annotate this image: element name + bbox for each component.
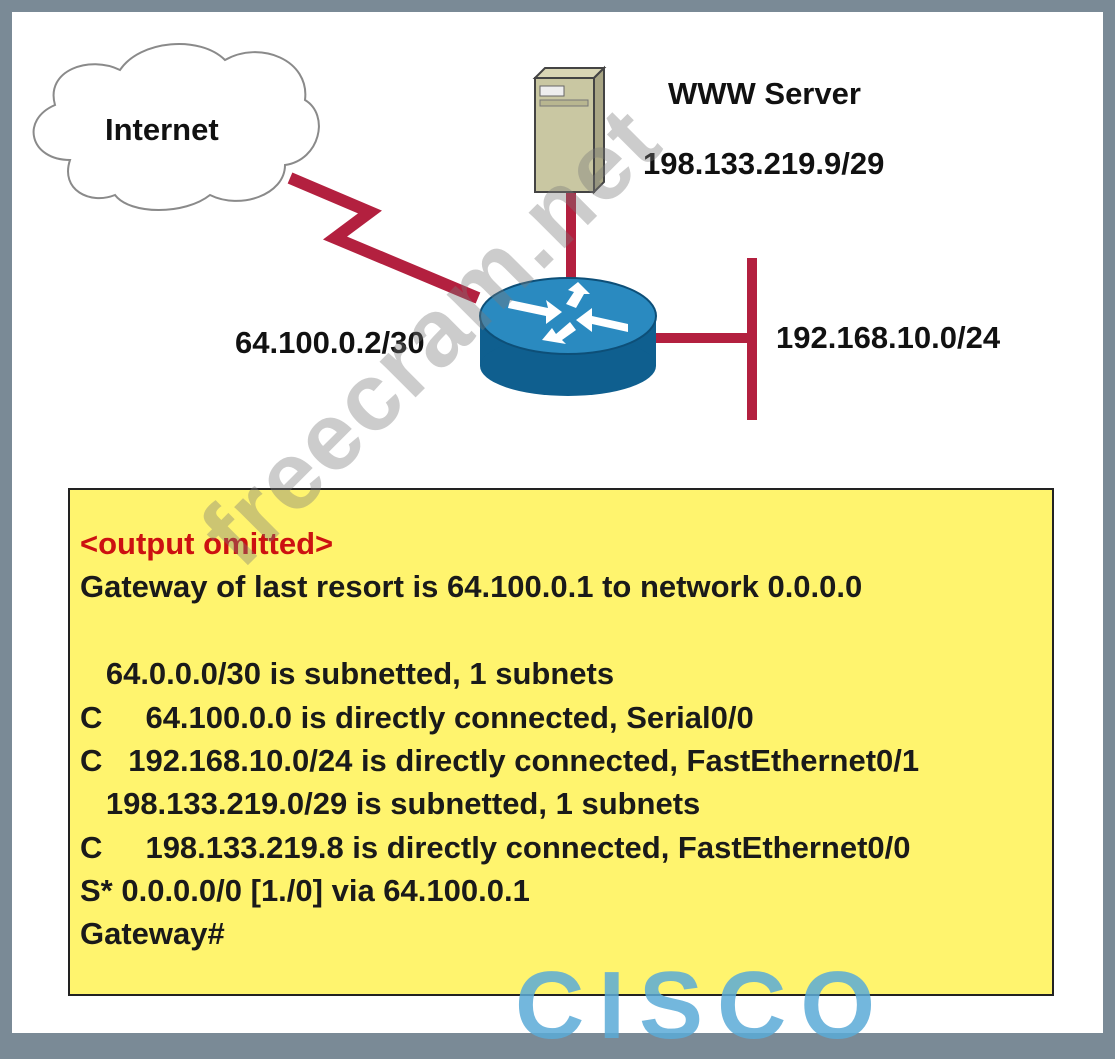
output-line: <output omitted>	[80, 526, 334, 561]
server-label: WWW Server	[668, 76, 861, 111]
output-line: S* 0.0.0.0/0 [1./0] via 64.100.0.1	[80, 873, 530, 908]
serial-ip-label: 64.100.0.2/30	[235, 325, 425, 360]
output-line: Gateway of last resort is 64.100.0.1 to …	[80, 569, 863, 604]
lan-network-label: 192.168.10.0/24	[776, 320, 1001, 355]
internet-label: Internet	[105, 112, 219, 147]
output-line: C 198.133.219.8 is directly connected, F…	[80, 830, 911, 865]
output-line: 64.0.0.0/30 is subnetted, 1 subnets	[80, 656, 615, 691]
server-icon	[532, 65, 607, 195]
output-line: 198.133.219.0/29 is subnetted, 1 subnets	[80, 786, 701, 821]
serial-link	[287, 172, 481, 304]
output-line: Gateway#	[80, 916, 225, 951]
server-ip-label: 198.133.219.9/29	[643, 146, 885, 181]
router-icon	[479, 277, 657, 396]
internet-cloud-icon	[32, 43, 320, 211]
routing-table-output: <output omitted> Gateway of last resort …	[68, 488, 1054, 996]
output-line: C 192.168.10.0/24 is directly connected,…	[80, 743, 920, 778]
cisco-wordmark: CISCO	[515, 952, 890, 1059]
output-line: C 64.100.0.0 is directly connected, Seri…	[80, 700, 754, 735]
